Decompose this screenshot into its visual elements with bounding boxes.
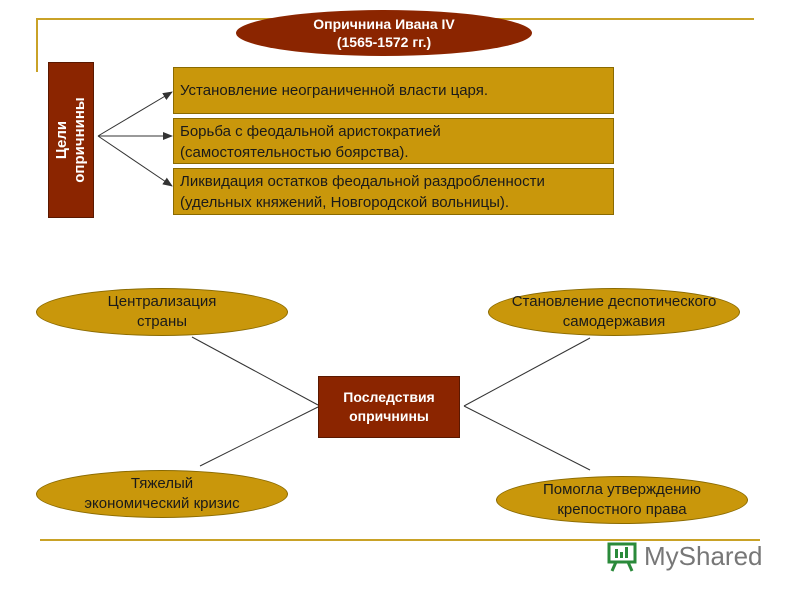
goal-3-line-2: (удельных княжений, Новгородской вольниц… bbox=[180, 194, 510, 211]
consequences-label-box: Последствия опричнины bbox=[318, 376, 460, 438]
consequence-top-right-line-2: самодержавия bbox=[562, 313, 666, 330]
title-line-1: Опричнина Ивана IV bbox=[313, 16, 455, 32]
consequence-bottom-left-line-1: Тяжелый bbox=[130, 475, 194, 492]
consequences-label-line-2: опричнины bbox=[349, 408, 429, 424]
consequence-bottom-left: Тяжелый экономический кризис bbox=[36, 470, 288, 518]
line-bottom-left bbox=[199, 406, 319, 467]
goals-label-line-1: Цели bbox=[53, 120, 70, 160]
goal-arrow-1 bbox=[97, 91, 173, 137]
goals-label-box: Цели опричнины bbox=[48, 62, 94, 218]
logo-text: MyShared bbox=[644, 540, 763, 571]
consequence-bottom-right: Помогла утверждению крепостного права bbox=[496, 476, 748, 524]
presentation-board-icon bbox=[607, 542, 637, 572]
goals-label-line-2: опричнины bbox=[71, 97, 88, 183]
goal-box-3: Ликвидация остатков феодальной раздробле… bbox=[173, 168, 614, 215]
goal-1-line-1: Установление неограниченной власти царя. bbox=[180, 82, 489, 99]
frame-left-line bbox=[36, 18, 38, 72]
consequence-top-right-line-1: Становление деспотического bbox=[511, 293, 717, 310]
consequence-bottom-right-line-2: крепостного права bbox=[557, 501, 687, 518]
title-ellipse: Опричнина Ивана IV (1565-1572 гг.) bbox=[236, 10, 532, 56]
line-top-left bbox=[191, 336, 319, 406]
title-line-2: (1565-1572 гг.) bbox=[336, 34, 432, 50]
consequence-top-left-line-1: Централизация bbox=[107, 293, 217, 310]
consequence-bottom-right-line-1: Помогла утверждению bbox=[542, 481, 702, 498]
consequences-label-line-1: Последствия bbox=[343, 389, 435, 405]
consequence-top-right: Становление деспотического самодержавия bbox=[488, 288, 740, 336]
goals-label: Цели опричнины bbox=[53, 97, 89, 182]
goal-2-line-1: Борьба с феодальной аристократией bbox=[180, 123, 441, 140]
line-bottom-right bbox=[463, 405, 591, 471]
consequence-top-left: Централизация страны bbox=[36, 288, 288, 336]
consequence-top-left-line-2: страны bbox=[136, 313, 188, 330]
myshared-logo: MyShared bbox=[606, 538, 763, 574]
goal-box-2: Борьба с феодальной аристократией (самос… bbox=[173, 118, 614, 164]
goal-3-line-1: Ликвидация остатков феодальной раздробле… bbox=[180, 173, 545, 190]
frame-bottom-line bbox=[40, 539, 760, 541]
line-top-right bbox=[463, 337, 591, 407]
goal-2-line-2: (самостоятельностью боярства). bbox=[180, 144, 409, 161]
consequence-bottom-left-line-2: экономический кризис bbox=[84, 495, 240, 512]
goal-box-1: Установление неограниченной власти царя. bbox=[173, 67, 614, 114]
goal-arrow-3 bbox=[97, 135, 173, 187]
